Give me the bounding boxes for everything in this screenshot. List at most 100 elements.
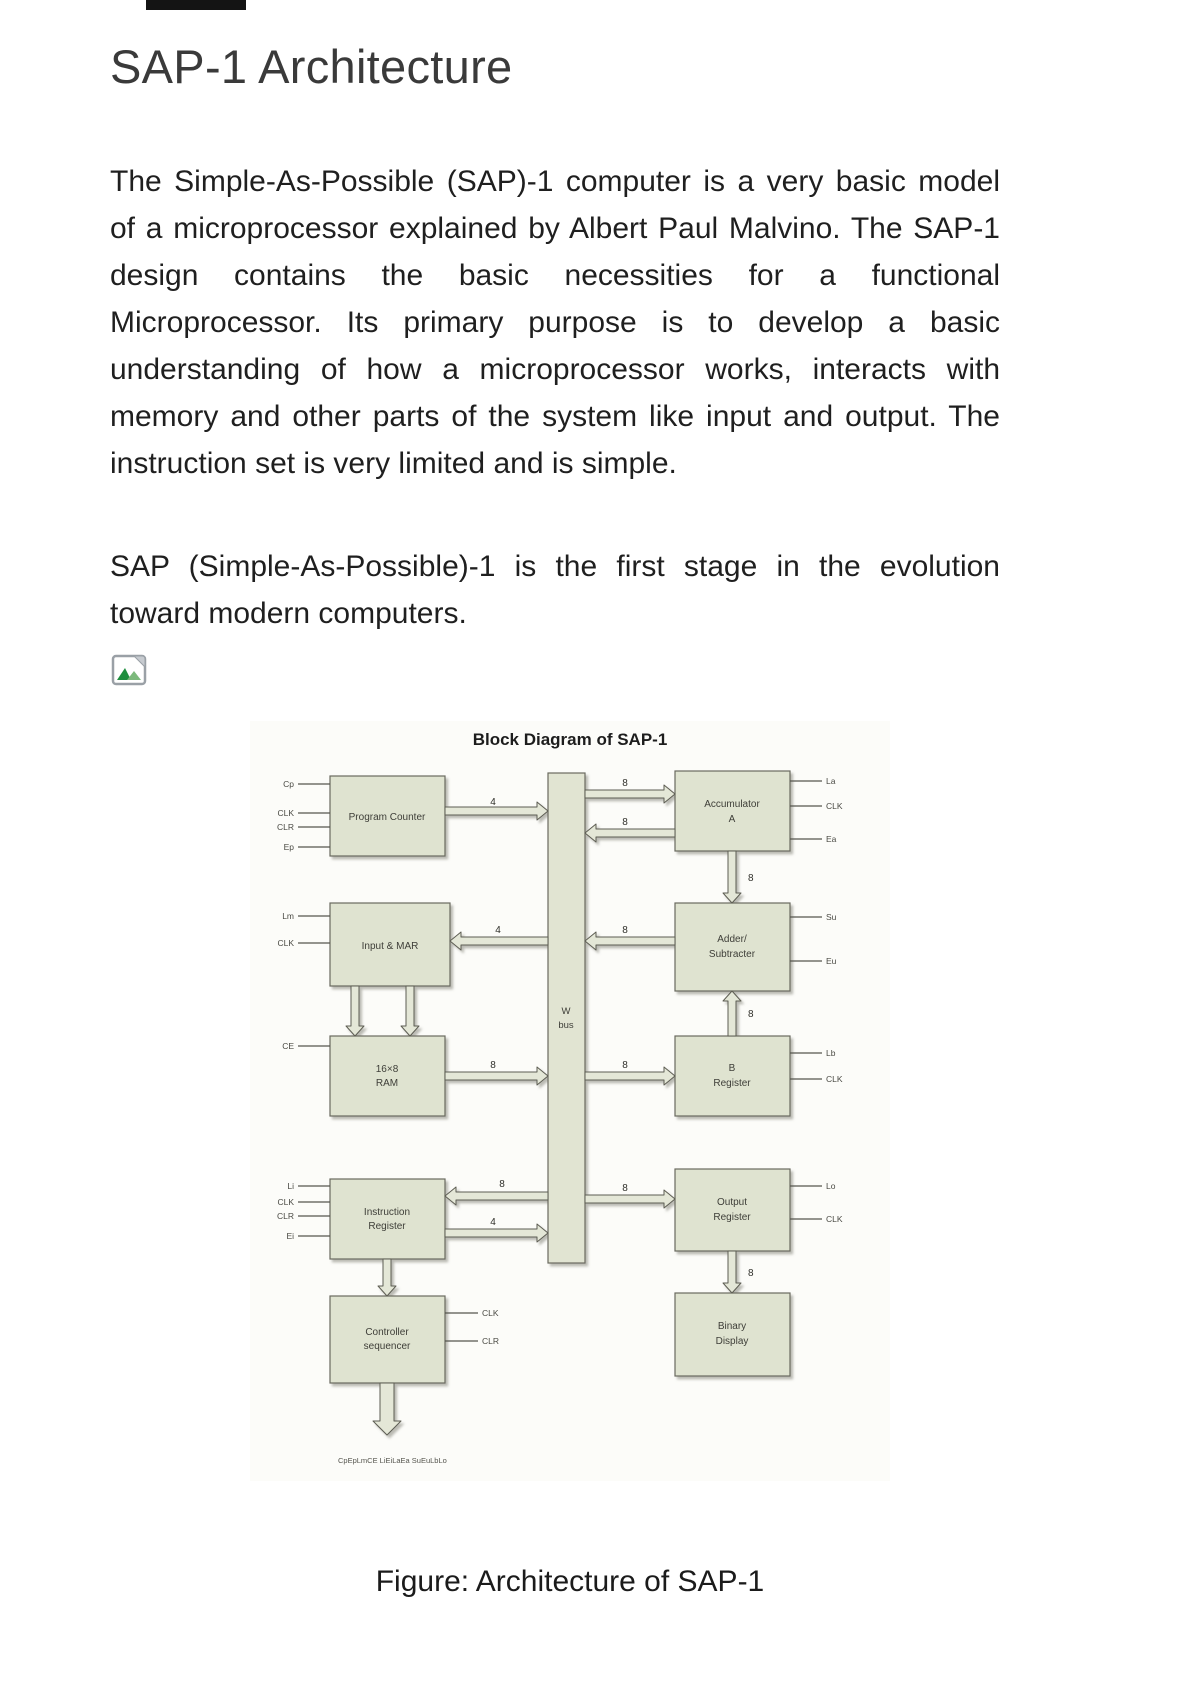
width-bus-ir: 8 bbox=[499, 1179, 505, 1190]
broken-image-icon bbox=[110, 651, 148, 689]
w-bus-label-1: W bbox=[562, 1006, 571, 1017]
width-adder-bus: 8 bbox=[622, 925, 628, 936]
signal-pc-clk: CLK bbox=[277, 808, 294, 818]
arrow-bus-to-output bbox=[584, 1189, 676, 1209]
signal-b-clk: CLK bbox=[826, 1074, 843, 1084]
instruction-register-label-1: Instruction bbox=[364, 1207, 410, 1218]
accumulator-block bbox=[674, 770, 791, 852]
arrow-bus-to-acc bbox=[584, 784, 676, 804]
width-pc-bus: 4 bbox=[490, 797, 496, 808]
arrow-bus-to-mar bbox=[449, 931, 549, 951]
arrow-output-to-display bbox=[722, 1250, 742, 1294]
width-bus-mar: 4 bbox=[495, 925, 501, 936]
ram-label-1: 16×8 bbox=[376, 1064, 399, 1075]
signal-ir-clk: CLK bbox=[277, 1197, 294, 1207]
binary-display-label-1: Binary bbox=[718, 1321, 746, 1332]
torn-corner bbox=[132, 655, 146, 669]
paragraph-intro: The Simple-As-Possible (SAP)-1 computer … bbox=[110, 165, 1000, 480]
signal-su: Su bbox=[826, 912, 837, 922]
arrow-bus-to-b bbox=[584, 1066, 676, 1086]
b-register-block bbox=[674, 1035, 791, 1117]
signal-lb: Lb bbox=[826, 1048, 836, 1058]
page-title: SAP-1 Architecture bbox=[110, 40, 513, 93]
signal-cp: Cp bbox=[283, 779, 294, 789]
signal-out-clk: CLK bbox=[826, 1214, 843, 1224]
output-register-label-1: Output bbox=[717, 1197, 747, 1208]
accumulator-label-2: A bbox=[729, 814, 736, 825]
arrow-mar-to-ram-left bbox=[345, 985, 365, 1037]
signal-lo: Lo bbox=[826, 1181, 836, 1191]
mountain-light bbox=[127, 671, 141, 680]
sap1-block-diagram: Block Diagram of SAP-1 bbox=[250, 721, 890, 1481]
figure-caption: Figure: Architecture of SAP-1 bbox=[375, 1565, 765, 1598]
arrow-ir-to-bus bbox=[444, 1223, 549, 1243]
ram-label-2: RAM bbox=[376, 1078, 398, 1089]
signal-mar-clk: CLK bbox=[277, 938, 294, 948]
width-acc-adder: 8 bbox=[748, 873, 754, 884]
adder-label-1: Adder/ bbox=[717, 934, 747, 945]
diagram-shapes bbox=[329, 770, 791, 1436]
signal-wires bbox=[298, 780, 822, 1342]
instruction-register-label-2: Register bbox=[368, 1221, 406, 1232]
adder-label-2: Subtracter bbox=[709, 949, 756, 960]
width-bus-out: 8 bbox=[622, 1183, 628, 1194]
program-counter-block bbox=[329, 775, 446, 857]
w-bus-label-2: bus bbox=[558, 1020, 574, 1031]
top-partial-element bbox=[146, 0, 246, 10]
diagram-title: Block Diagram of SAP-1 bbox=[473, 730, 668, 749]
input-mar-label: Input & MAR bbox=[362, 941, 419, 952]
article-content: SAP-1 Architecture The Simple-As-Possibl… bbox=[110, 0, 1000, 1599]
arrow-acc-to-adder bbox=[722, 850, 742, 904]
sap1-figure: Block Diagram of SAP-1 bbox=[250, 721, 890, 1599]
arrow-ir-to-controller bbox=[377, 1258, 397, 1297]
adder-subtracter-block bbox=[674, 902, 791, 992]
signal-la: La bbox=[826, 776, 836, 786]
program-counter-label: Program Counter bbox=[349, 812, 426, 823]
controller-sequencer-block bbox=[329, 1295, 446, 1384]
mountain-dark bbox=[117, 668, 131, 680]
w-bus bbox=[547, 772, 586, 1264]
signal-ctrl-clr: CLR bbox=[482, 1336, 499, 1346]
width-acc-bus: 8 bbox=[622, 817, 628, 828]
width-bus-b: 8 bbox=[622, 1060, 628, 1071]
arrow-b-to-adder bbox=[722, 990, 742, 1037]
signal-ei: Ei bbox=[286, 1231, 294, 1241]
accumulator-label-1: Accumulator bbox=[704, 799, 760, 810]
signal-acc-clk: CLK bbox=[826, 801, 843, 811]
broken-image-glyph bbox=[111, 654, 147, 686]
signal-labels: Cp CLK CLR Ep Lm CLK CE Li CLK CLR Ei La… bbox=[277, 776, 843, 1346]
paragraph-evolution: SAP (Simple-As-Possible)-1 is the first … bbox=[110, 550, 1000, 630]
signal-eu: Eu bbox=[826, 956, 837, 966]
width-ram-bus: 8 bbox=[490, 1060, 496, 1071]
arrow-ram-to-bus bbox=[444, 1066, 549, 1086]
control-word-text: CpEpLmCE LiEiLaEa SuEuLbLo bbox=[338, 1456, 447, 1465]
controller-label-2: sequencer bbox=[364, 1341, 411, 1352]
bus-width-labels: 4 4 8 8 4 8 8 8 8 8 8 8 8 bbox=[490, 778, 754, 1279]
width-ir-bus: 4 bbox=[490, 1217, 496, 1228]
signal-lm: Lm bbox=[282, 911, 294, 921]
b-register-label-1: B bbox=[729, 1063, 736, 1074]
width-bus-acc: 8 bbox=[622, 778, 628, 789]
signal-ce: CE bbox=[282, 1041, 294, 1051]
arrow-bus-to-ir bbox=[444, 1186, 549, 1206]
arrow-control-word-out bbox=[372, 1382, 402, 1436]
arrow-acc-to-bus bbox=[584, 823, 676, 843]
arrow-pc-to-bus bbox=[444, 801, 549, 821]
controller-label-1: Controller bbox=[365, 1327, 409, 1338]
binary-display-label-2: Display bbox=[716, 1336, 749, 1347]
output-register-label-2: Register bbox=[713, 1212, 751, 1223]
signal-ir-clr: CLR bbox=[277, 1211, 294, 1221]
width-b-adder: 8 bbox=[748, 1009, 754, 1020]
signal-ep: Ep bbox=[284, 842, 295, 852]
signal-ctrl-clk: CLK bbox=[482, 1308, 499, 1318]
arrow-mar-to-ram-right bbox=[400, 985, 420, 1037]
signal-pc-clr: CLR bbox=[277, 822, 294, 832]
block-labels: Program Counter Input & MAR 16×8 RAM Ins… bbox=[349, 799, 761, 1352]
signal-ea: Ea bbox=[826, 834, 837, 844]
signal-li: Li bbox=[287, 1181, 294, 1191]
input-mar-block bbox=[329, 902, 451, 987]
b-register-label-2: Register bbox=[713, 1078, 751, 1089]
ram-block bbox=[329, 1035, 446, 1117]
binary-display-block bbox=[674, 1292, 791, 1377]
width-out-display: 8 bbox=[748, 1268, 754, 1279]
